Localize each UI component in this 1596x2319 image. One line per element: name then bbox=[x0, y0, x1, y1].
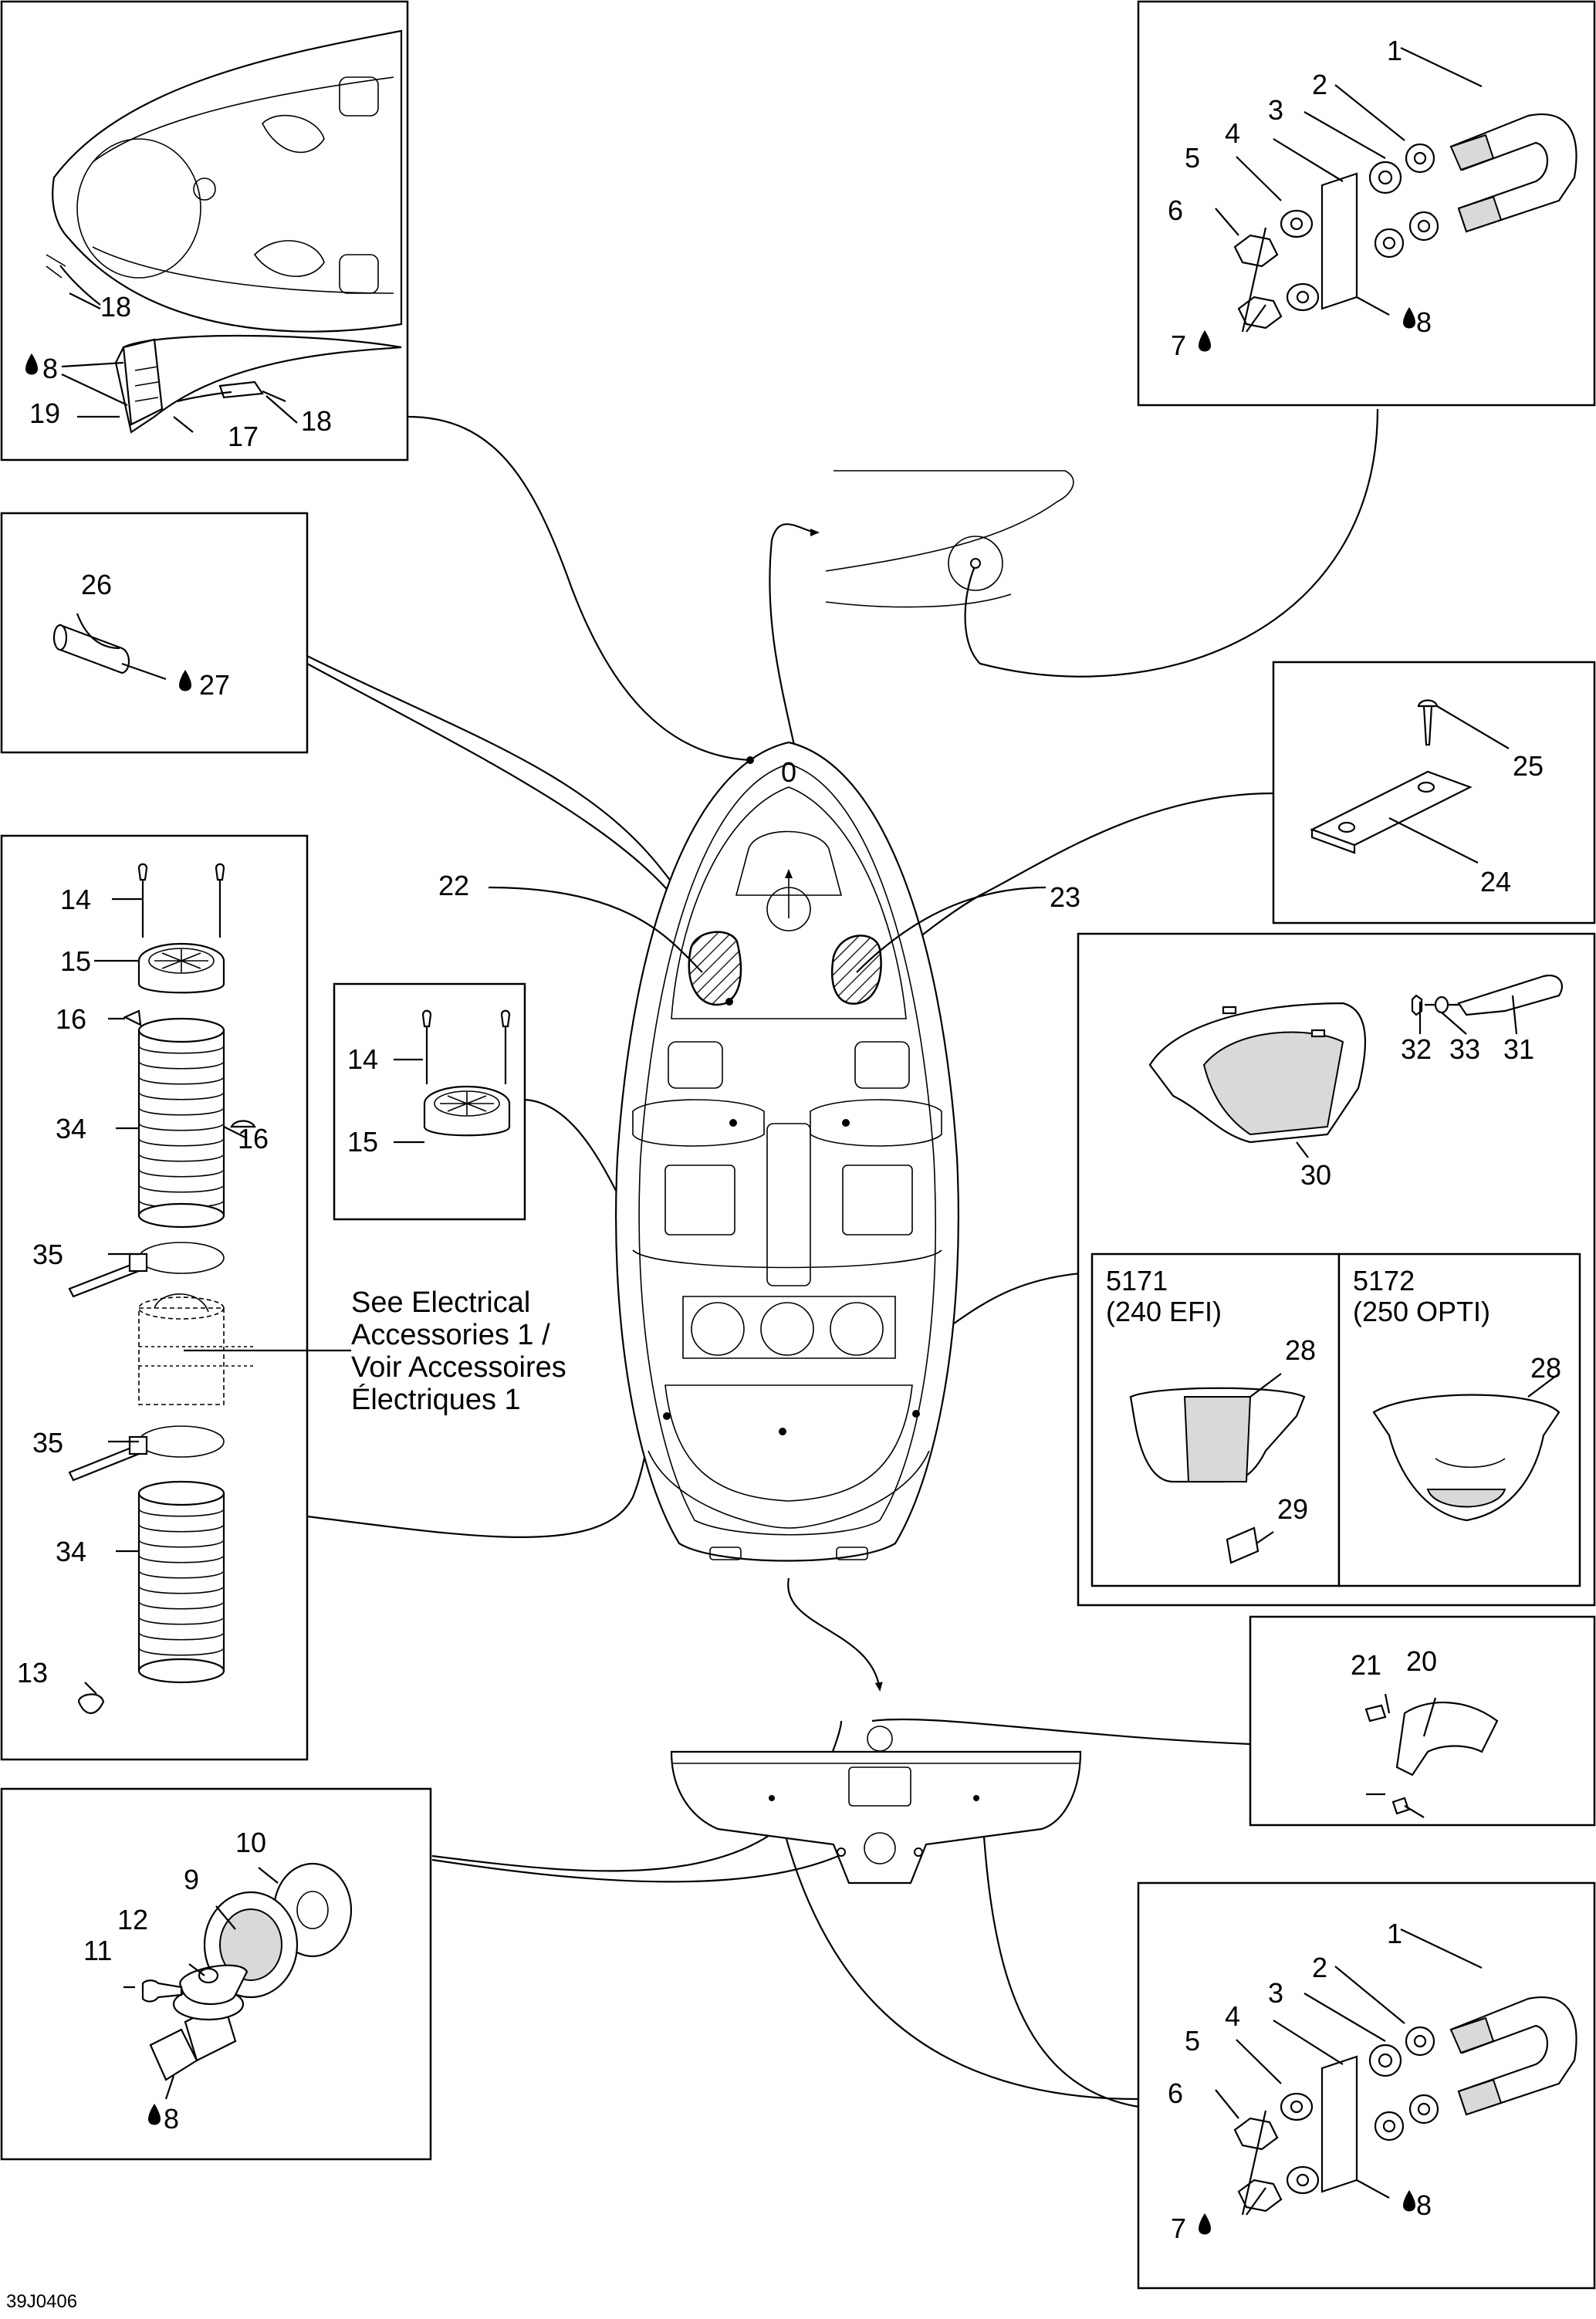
callout-16-a: 16 bbox=[56, 1003, 86, 1035]
callout-10: 10 bbox=[235, 1827, 266, 1858]
callout-6-top: 6 bbox=[1168, 194, 1183, 226]
callout-14-b: 14 bbox=[347, 1043, 378, 1075]
stern-view bbox=[670, 1726, 1082, 1885]
box-24-25 bbox=[1272, 661, 1596, 925]
boat-deck-top-view: 0 bbox=[615, 741, 959, 1562]
lubricant-drop-icon bbox=[25, 353, 38, 375]
callout-labels: 1 2 3 4 5 6 7 8 18 8 19 17 18 26 27 22 2… bbox=[17, 35, 1561, 2244]
box-20-21 bbox=[1249, 1615, 1596, 1827]
flex-tube-lower bbox=[137, 1480, 225, 1684]
callout-19: 19 bbox=[29, 397, 60, 429]
callout-15-a: 15 bbox=[60, 945, 91, 977]
box-handle-top bbox=[1137, 0, 1596, 407]
bow-detail bbox=[825, 470, 1074, 608]
flex-tube-upper bbox=[137, 1017, 225, 1229]
box-bow-eye bbox=[0, 0, 409, 461]
callout-31: 31 bbox=[1503, 1033, 1534, 1065]
right-vent-hatch bbox=[830, 935, 882, 1005]
lubricant-drop-icon bbox=[179, 670, 191, 691]
cable-tie-lower bbox=[68, 1425, 225, 1482]
callout-28-b: 28 bbox=[1530, 1352, 1561, 1384]
lubricant-drop-icon bbox=[148, 2104, 161, 2125]
figure-code: 39J0406 bbox=[6, 2291, 77, 2312]
callout-22: 22 bbox=[438, 870, 469, 901]
cable-tie-upper bbox=[68, 1242, 225, 1298]
callout-20: 20 bbox=[1406, 1645, 1437, 1677]
electrical-module bbox=[138, 1293, 255, 1405]
callout-34-b: 34 bbox=[56, 1536, 86, 1567]
callout-18-b: 18 bbox=[301, 405, 332, 437]
note-line-4: Électriques 1 bbox=[351, 1383, 521, 1416]
box-26-27 bbox=[0, 512, 309, 754]
callout-3-top: 3 bbox=[1268, 94, 1283, 126]
callout-35-b: 35 bbox=[32, 1427, 63, 1459]
left-vent-hatch bbox=[688, 931, 742, 1006]
box-storage-tube bbox=[0, 834, 351, 1761]
callout-9: 9 bbox=[184, 1864, 199, 1895]
callout-5-top: 5 bbox=[1185, 142, 1200, 174]
callout-25: 25 bbox=[1513, 750, 1544, 782]
box-14-15 bbox=[333, 982, 526, 1221]
callout-16-b: 16 bbox=[238, 1123, 269, 1154]
callout-14-a: 14 bbox=[60, 884, 91, 915]
callout-34-a: 34 bbox=[56, 1113, 86, 1144]
callout-4-bottom: 4 bbox=[1225, 2000, 1240, 2032]
lubricant-drop-icon bbox=[1199, 330, 1211, 352]
callout-8-bottom: 8 bbox=[1416, 2189, 1432, 2221]
box-handle-bottom bbox=[1137, 1881, 1596, 2290]
callout-24: 24 bbox=[1480, 866, 1511, 898]
callout-8-top: 8 bbox=[1416, 306, 1432, 338]
variant-5172-model: 5172 bbox=[1353, 1265, 1415, 1296]
box-drain-plug bbox=[0, 1787, 432, 2161]
note-line-1: See Electrical bbox=[351, 1286, 530, 1319]
note-line-2: Accessories 1 / bbox=[351, 1319, 550, 1351]
callout-30: 30 bbox=[1300, 1159, 1331, 1191]
electrical-accessories-note: See Electrical Accessories 1 / Voir Acce… bbox=[351, 1286, 566, 1416]
lubricant-drop-icon bbox=[1199, 2213, 1211, 2235]
callout-5-bottom: 5 bbox=[1185, 2025, 1200, 2057]
callout-33: 33 bbox=[1449, 1033, 1480, 1065]
callout-29: 29 bbox=[1277, 1493, 1308, 1525]
box-sponson bbox=[1077, 932, 1596, 1607]
lubricant-drop-icon bbox=[1403, 307, 1415, 329]
callout-2-bottom: 2 bbox=[1312, 1952, 1327, 1983]
callout-11: 11 bbox=[83, 1935, 112, 1966]
callout-12: 12 bbox=[117, 1904, 148, 1935]
engine-variant-labels: 5171 (240 EFI) 5172 (250 OPTI) bbox=[1106, 1265, 1490, 1327]
callout-23: 23 bbox=[1050, 881, 1080, 913]
callout-6-bottom: 6 bbox=[1168, 2077, 1183, 2109]
callout-18-a: 18 bbox=[100, 291, 131, 323]
callout-1-bottom: 1 bbox=[1387, 1918, 1402, 1949]
lubricant-drop-icon bbox=[1403, 2190, 1415, 2212]
callout-21: 21 bbox=[1351, 1649, 1381, 1681]
callout-17: 17 bbox=[228, 421, 259, 452]
callout-2-top: 2 bbox=[1312, 69, 1327, 100]
callout-7-top: 7 bbox=[1171, 330, 1186, 361]
callout-3-bottom: 3 bbox=[1268, 1977, 1283, 2009]
variant-5171-engine: (240 EFI) bbox=[1106, 1296, 1222, 1327]
callout-13: 13 bbox=[17, 1657, 48, 1689]
variant-5172-engine: (250 OPTI) bbox=[1353, 1296, 1490, 1327]
callout-8-bow: 8 bbox=[42, 353, 58, 384]
callout-7-bottom: 7 bbox=[1171, 2213, 1186, 2244]
callout-27: 27 bbox=[199, 669, 230, 701]
callout-35-a: 35 bbox=[32, 1239, 63, 1270]
note-line-3: Voir Accessoires bbox=[351, 1351, 566, 1384]
connector-lines bbox=[306, 408, 1379, 2108]
callout-leaders bbox=[76, 47, 1560, 2216]
callout-28-a: 28 bbox=[1285, 1334, 1316, 1366]
callout-4-top: 4 bbox=[1225, 117, 1240, 149]
callout-26: 26 bbox=[81, 569, 112, 600]
callout-8-plug: 8 bbox=[164, 2103, 179, 2135]
callout-1-top: 1 bbox=[1387, 35, 1402, 66]
callout-15-b: 15 bbox=[347, 1126, 378, 1158]
variant-5171-model: 5171 bbox=[1106, 1265, 1168, 1296]
svg-text:0: 0 bbox=[781, 756, 796, 788]
callout-32: 32 bbox=[1401, 1033, 1432, 1065]
